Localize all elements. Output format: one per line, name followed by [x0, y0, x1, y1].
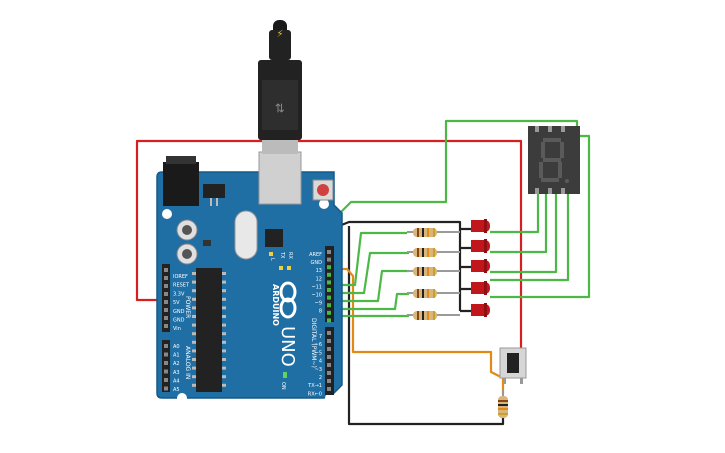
power-header	[162, 264, 170, 332]
analog-pin-label: A3	[173, 370, 180, 376]
wire-led5-display	[490, 134, 591, 299]
digital-pin-label: ~11	[311, 284, 322, 290]
crystal	[234, 210, 258, 260]
pull-down-resistor	[498, 390, 508, 418]
power-pin-label: GND	[173, 318, 185, 324]
power-label: POWER	[184, 296, 191, 318]
digital-label: DIGITAL (PWM~)	[310, 318, 317, 368]
analog-pin-label: A4	[173, 378, 180, 384]
on-label: ON	[280, 382, 286, 390]
push-button[interactable]	[499, 347, 527, 384]
digital-pin-label: 7	[319, 334, 322, 340]
digital-pin-label: GND	[311, 260, 323, 266]
analog-header	[162, 340, 170, 392]
digital-pin-labels-bottom: 7 ~6 ~5 4 ~3 2TX→1RX←0	[307, 334, 322, 397]
red-led	[471, 259, 490, 273]
voltage-regulator	[203, 184, 225, 198]
digital-pin-label: 2	[319, 375, 322, 381]
wire-green-8	[323, 292, 409, 311]
red-led	[471, 219, 490, 233]
atmega-chip	[196, 268, 222, 392]
mount-hole	[162, 209, 172, 219]
power-jack-top	[166, 156, 196, 164]
digital-header-bottom	[325, 327, 334, 395]
wire-gnd-black	[323, 220, 473, 313]
mount-hole	[325, 393, 335, 403]
resistor	[407, 248, 460, 257]
led-label-tx: TX	[279, 251, 285, 259]
digital-pin-label: ~10	[311, 293, 322, 299]
led-label-rx: RX	[287, 252, 293, 259]
power-pin-label: 5V	[173, 300, 180, 306]
digital-pin-label: 12	[316, 276, 322, 282]
led-label-l: L	[269, 258, 275, 261]
digital-pin-labels-top: AREF GND 13 12 ~11 ~10 ~9 8	[309, 252, 322, 315]
power-pin-label: RESET	[173, 283, 190, 289]
analog-pin-label: A0	[173, 344, 180, 350]
arduino-logo	[279, 281, 297, 319]
usb-icon: ⇄	[273, 103, 287, 113]
red-led	[471, 303, 490, 317]
wire-led4-display	[490, 192, 570, 282]
mount-hole	[319, 199, 329, 209]
digital-pin-label: TX→1	[307, 383, 322, 389]
red-led	[471, 281, 490, 295]
resistors	[407, 228, 460, 320]
digital-pin-label: 4	[319, 359, 322, 365]
power-pin-label: IOREF	[173, 274, 188, 280]
power-jack	[163, 162, 199, 206]
power-pin-label: 3.3V	[173, 291, 185, 297]
digital-pin-label: AREF	[309, 252, 322, 258]
analog-pin-label: A2	[173, 361, 180, 367]
digital-pin-label: ~9	[315, 301, 322, 307]
power-led	[283, 372, 287, 378]
wire-led3-display	[490, 192, 558, 274]
resistor	[407, 311, 460, 320]
wire-green-9	[323, 269, 409, 303]
seven-segment-display	[528, 126, 580, 194]
wire-5v-red	[135, 139, 523, 348]
chip-pins	[192, 272, 226, 387]
usb-port	[258, 151, 302, 205]
brand-label: ARDUINO	[271, 284, 280, 326]
wire-led1-display	[490, 192, 540, 234]
display-segments	[539, 138, 569, 183]
power-pin-labels: IOREF RESET 3.3V 5V GND GND Vin	[173, 274, 190, 332]
model-label: UNO	[277, 326, 298, 367]
analog-pin-label: A1	[173, 353, 180, 359]
resistor	[407, 289, 460, 298]
power-pin-label: Vin	[173, 326, 181, 332]
resistor	[407, 228, 460, 237]
usb-chip	[265, 229, 283, 247]
usb-cable: ⇄ ⚡	[258, 20, 302, 154]
digital-pin-label: 8	[319, 309, 322, 315]
analog-pin-label: A5	[173, 387, 180, 393]
digital-pin-label: ~3	[315, 367, 322, 373]
digital-pin-label: ~5	[315, 350, 322, 356]
digital-pin-label: 13	[316, 268, 322, 274]
usb-bolt-icon: ⚡	[276, 29, 283, 40]
wire-green-10	[323, 251, 409, 295]
leds	[471, 219, 490, 317]
header-pins	[164, 250, 331, 391]
wire-led2-display	[490, 192, 548, 254]
red-led	[471, 239, 490, 253]
digital-pin-label: ~6	[315, 342, 322, 348]
power-pin-label: GND	[173, 309, 185, 315]
digital-pin-label: RX←0	[308, 391, 322, 397]
resistor	[407, 267, 460, 276]
mount-hole	[177, 393, 187, 403]
analog-in-label: ANALOG IN	[184, 346, 191, 379]
